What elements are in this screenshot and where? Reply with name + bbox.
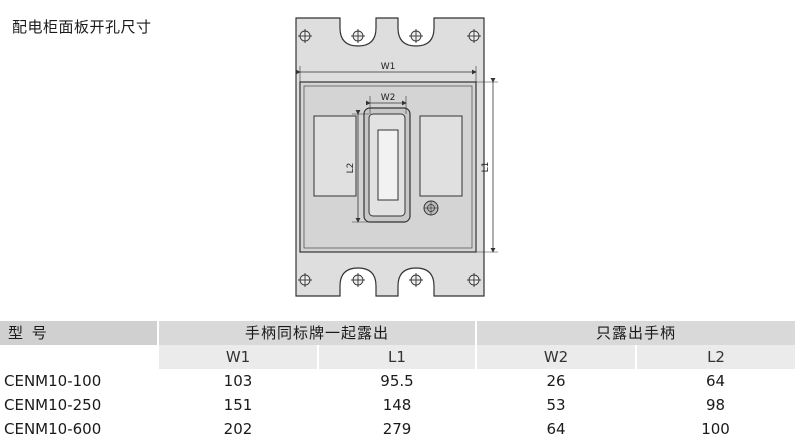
row-w2: 64 (546, 420, 566, 438)
dim-l1-label: L1 (481, 162, 491, 173)
handle (377, 129, 399, 201)
row-model: CENM10-600 (4, 420, 102, 438)
row-w1: 202 (223, 420, 253, 438)
panel-cutout-drawing: W1 L1 W2 L2 (295, 17, 498, 297)
row-l2: 100 (701, 420, 730, 438)
table-row: CENM10-100 103 95.5 26 64 (0, 369, 795, 393)
right-window (419, 115, 463, 197)
row-w2: 26 (546, 372, 566, 390)
dim-w1-label: W1 (381, 62, 396, 72)
row-l2: 98 (705, 396, 726, 414)
group2-header: 只露出手柄 (475, 321, 795, 345)
row-model: CENM10-250 (4, 396, 102, 414)
group1-header: 手柄同标牌一起露出 (156, 321, 477, 345)
subheader-l1: L1 (316, 345, 477, 369)
table-row: CENM10-600 202 279 64 100 (0, 417, 795, 441)
test-button-icon (423, 200, 439, 216)
row-l1: 95.5 (380, 372, 414, 390)
table-subheader-row: W1 L1 W2 L2 (0, 345, 795, 369)
dim-l2-label: L2 (346, 163, 356, 174)
spec-table: 型 号 手柄同标牌一起露出 只露出手柄 W1 L1 W2 L2 CENM10-1… (0, 321, 795, 441)
row-w2: 53 (546, 396, 566, 414)
subheader-l2: L2 (635, 345, 795, 369)
row-w1: 151 (223, 396, 253, 414)
page-title: 配电柜面板开孔尺寸 (12, 18, 152, 36)
dim-w2-label: W2 (381, 93, 396, 103)
row-l1: 279 (382, 420, 412, 438)
table-row: CENM10-250 151 148 53 98 (0, 393, 795, 417)
row-l2: 64 (705, 372, 726, 390)
subheader-w2: W2 (475, 345, 637, 369)
row-l1: 148 (382, 396, 412, 414)
screw-icon (298, 29, 481, 287)
table-header-row: 型 号 手柄同标牌一起露出 只露出手柄 (0, 321, 795, 345)
row-w1: 103 (223, 372, 253, 390)
model-header: 型 号 (0, 321, 158, 345)
left-window (313, 115, 357, 197)
row-model: CENM10-100 (4, 372, 102, 390)
subheader-blank (0, 345, 158, 369)
subheader-w1: W1 (157, 345, 318, 369)
